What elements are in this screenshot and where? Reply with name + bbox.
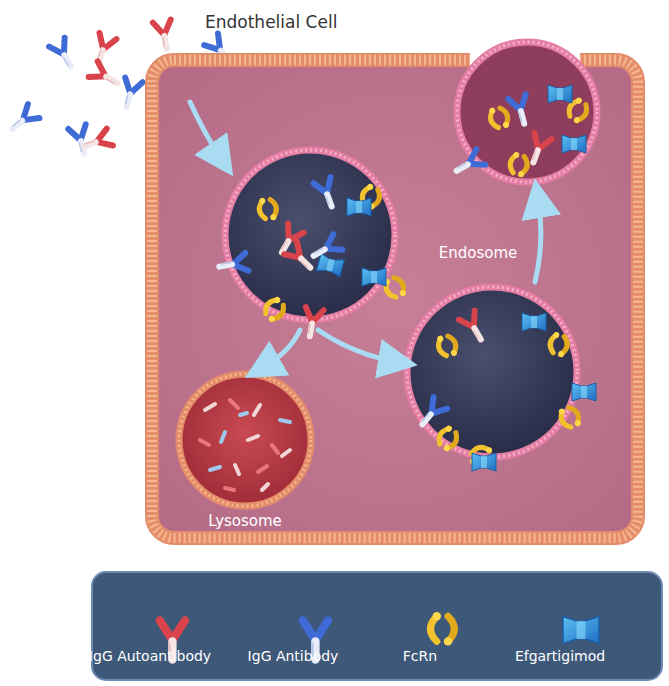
art-path (258, 466, 267, 472)
art-use (434, 424, 461, 453)
art-path (535, 198, 541, 282)
art-path (225, 488, 234, 490)
legend-text: Efgartigimod (515, 648, 605, 664)
art-use (6, 104, 39, 136)
art-circle (457, 42, 597, 182)
art-circle (457, 42, 597, 182)
art-use (416, 397, 448, 430)
lysosome-vesicle (179, 374, 311, 506)
art-use (548, 331, 569, 358)
art-path (210, 467, 220, 470)
art-circle (407, 287, 577, 457)
legend-text: FcRn (403, 648, 437, 664)
art-use (309, 234, 342, 264)
art-use (562, 135, 586, 153)
art-circle (407, 287, 577, 457)
art-use (316, 253, 344, 277)
art-path (200, 440, 209, 445)
art-use (257, 196, 278, 223)
node-label: Lysosome (208, 512, 282, 530)
legend-text: IgG Antibody (248, 648, 339, 664)
art-path (221, 432, 225, 442)
art-use (548, 85, 572, 103)
early-endosome (218, 150, 408, 338)
endothelial-cell-node: Endothelial CellLysosome (140, 8, 650, 548)
recycling-endosome (452, 42, 597, 182)
art-use (80, 129, 112, 155)
art-path (248, 436, 258, 440)
legend-text: IgG Autoantibody (89, 648, 211, 664)
art-circle (225, 150, 395, 320)
art-circle (179, 374, 311, 506)
art-path (190, 102, 222, 160)
art-use (435, 332, 459, 360)
art-use (452, 149, 485, 179)
art-path (272, 445, 278, 453)
art-use (314, 177, 340, 209)
degraded-fragments (200, 400, 290, 490)
art-path (262, 484, 268, 490)
art-use (472, 453, 496, 471)
art-use (49, 38, 79, 71)
art-use (508, 94, 533, 126)
art-use (90, 33, 116, 65)
art-use (260, 295, 288, 324)
sorting-endosome (407, 287, 596, 471)
art-use (572, 383, 596, 401)
node-label: Endothelial Cell (205, 12, 337, 32)
art-path (240, 413, 247, 415)
art-use (347, 198, 371, 216)
art-path (235, 465, 239, 474)
art-use (459, 311, 489, 344)
art-path (254, 405, 260, 415)
art-use (89, 61, 122, 91)
art-use (525, 133, 551, 165)
art-path (262, 330, 300, 368)
art-circle (225, 150, 395, 320)
art-path (318, 330, 398, 362)
art-use (508, 151, 529, 178)
trafficking-arrows (190, 102, 541, 368)
art-path (280, 420, 290, 422)
art-use (522, 313, 546, 331)
region-label: Endosome (439, 244, 518, 262)
art-use (431, 612, 455, 646)
lysosome-node: Lysosome (177, 372, 313, 532)
art-use (153, 20, 176, 51)
art-use (218, 253, 249, 276)
art-path (282, 450, 290, 456)
art-use (68, 124, 93, 156)
art-use (487, 104, 511, 132)
art-use (118, 78, 143, 110)
art-path (230, 400, 238, 408)
art-path (205, 404, 215, 410)
art-use (362, 268, 386, 286)
art-use (556, 403, 583, 432)
art-use (563, 617, 599, 644)
art-circle (179, 374, 311, 506)
